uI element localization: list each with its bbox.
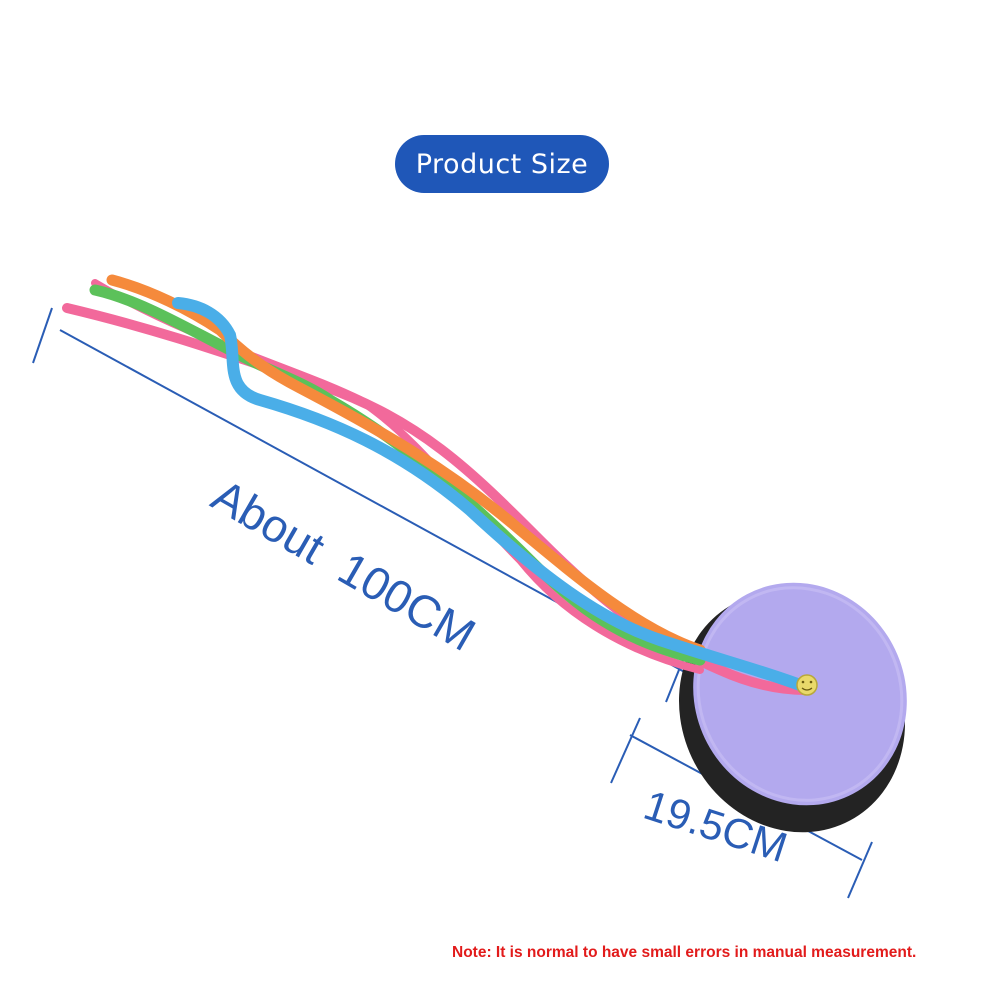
length-dimension-line	[32, 307, 691, 703]
measurement-note: Note: It is normal to have small errors …	[452, 944, 917, 961]
ribbon-blue	[172, 297, 806, 691]
ribbon-orange	[106, 274, 706, 656]
ribbons	[62, 274, 810, 695]
smiley-icon	[796, 674, 818, 696]
product-size-title: Product Size	[395, 135, 609, 193]
ribbon-pink	[62, 303, 810, 695]
